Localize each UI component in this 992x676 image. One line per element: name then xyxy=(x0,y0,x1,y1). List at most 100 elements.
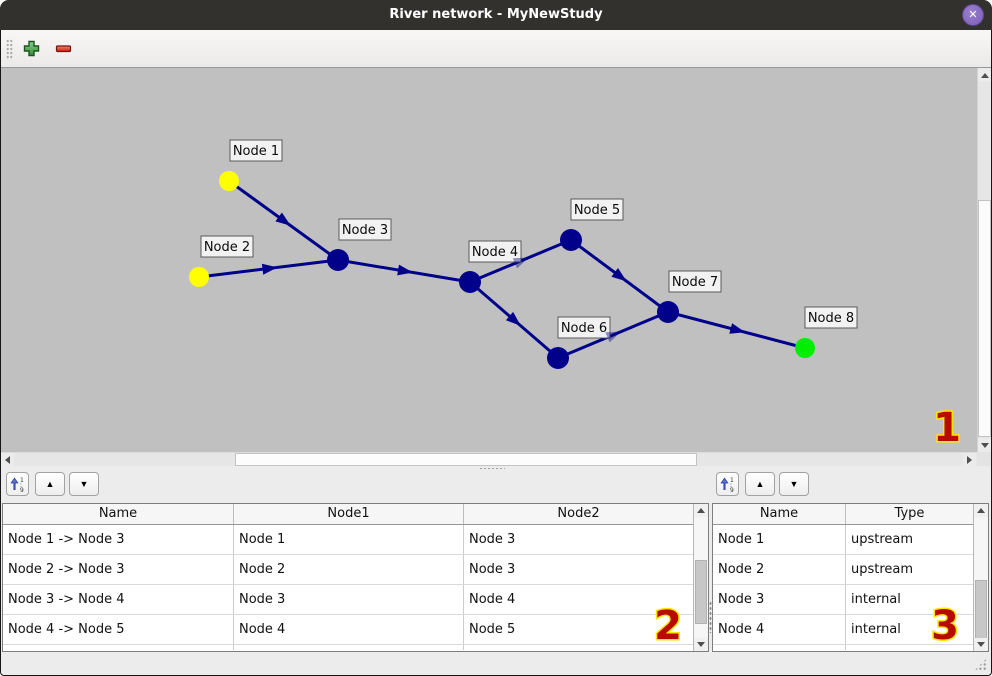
plus-icon xyxy=(23,40,39,56)
svg-text:9: 9 xyxy=(20,487,24,493)
reach-table-header: Name Node1 Node2 xyxy=(3,504,693,525)
table-cell[interactable]: Node 4 xyxy=(469,592,516,607)
network-node[interactable] xyxy=(219,171,239,191)
sort-ascending-icon: 1 9 xyxy=(10,477,24,493)
reach-move-down-button[interactable]: ▼ xyxy=(69,472,99,496)
resize-grip-icon[interactable] xyxy=(974,658,987,671)
scroll-up-button[interactable] xyxy=(974,504,988,517)
canvas-horizontal-scrollbar[interactable] xyxy=(1,452,977,466)
table-row[interactable]: Node 2 upstream xyxy=(713,555,973,585)
node-label: Node 1 xyxy=(229,139,283,162)
network-node[interactable] xyxy=(795,338,815,358)
network-edge[interactable] xyxy=(557,310,669,360)
triangle-up-icon: ▲ xyxy=(755,478,765,489)
network-node[interactable] xyxy=(560,229,582,251)
network-node[interactable] xyxy=(459,271,481,293)
minus-icon xyxy=(55,44,71,52)
panel-splitter[interactable] xyxy=(709,503,712,652)
node-sort-button[interactable]: 1 9 xyxy=(716,472,739,496)
table-cell[interactable]: Node 1 xyxy=(234,525,464,554)
table-row-partial xyxy=(3,645,693,650)
horizontal-splitter-grip[interactable] xyxy=(479,467,505,471)
node-label: Node 7 xyxy=(668,270,722,293)
scrollbar-thumb[interactable] xyxy=(978,200,991,437)
table-cell[interactable]: upstream xyxy=(851,562,914,577)
reach-sort-button[interactable]: 1 9 xyxy=(6,472,29,496)
edge-arrowhead-icon xyxy=(605,331,622,343)
scrollbar-thumb[interactable] xyxy=(975,580,987,642)
table-cell[interactable]: Node 4 xyxy=(234,615,464,644)
network-node[interactable] xyxy=(327,249,349,271)
arrow-up-icon xyxy=(980,72,989,78)
table-cell[interactable]: Node 3 xyxy=(713,585,846,614)
main-toolbar xyxy=(1,30,991,68)
scroll-left-button[interactable] xyxy=(1,453,14,466)
reach-move-up-button[interactable]: ▲ xyxy=(35,472,65,496)
table-cell[interactable]: Node 3 -> Node 4 xyxy=(3,585,234,614)
table-row[interactable]: Node 1 upstream xyxy=(713,525,973,555)
scrollbar-thumb[interactable] xyxy=(695,560,707,624)
triangle-up-icon: ▲ xyxy=(45,478,55,489)
column-header[interactable]: Type xyxy=(894,506,925,521)
node-move-up-button[interactable]: ▲ xyxy=(745,472,775,496)
close-button[interactable]: ✕ xyxy=(962,4,984,26)
canvas-vertical-scrollbar[interactable] xyxy=(977,68,991,452)
table-cell[interactable]: Node 1 xyxy=(713,525,846,554)
arrow-down-icon xyxy=(697,642,705,647)
arrow-up-icon xyxy=(977,508,985,513)
scroll-up-button[interactable] xyxy=(694,504,708,517)
table-row[interactable]: Node 4 internal xyxy=(713,615,973,645)
scroll-down-button[interactable] xyxy=(694,638,708,651)
table-cell[interactable]: Node 3 xyxy=(469,562,516,577)
table-cell[interactable]: internal xyxy=(851,622,901,637)
network-node[interactable] xyxy=(657,301,679,323)
table-cell[interactable]: Node 3 xyxy=(469,532,516,547)
scroll-down-button[interactable] xyxy=(974,638,988,651)
node-label-text: Node 1 xyxy=(233,144,279,159)
add-node-button[interactable] xyxy=(18,35,44,61)
arrow-right-icon xyxy=(967,455,972,464)
scroll-up-button[interactable] xyxy=(978,68,991,82)
table-cell[interactable]: Node 5 xyxy=(469,622,516,637)
table-cell[interactable]: Node 3 xyxy=(234,585,464,614)
scroll-right-button[interactable] xyxy=(963,453,976,466)
scroll-down-button[interactable] xyxy=(978,438,991,452)
node-table-scrollbar[interactable] xyxy=(973,504,988,651)
table-cell[interactable]: internal xyxy=(851,592,901,607)
table-cell[interactable]: Node 1 -> Node 3 xyxy=(3,525,234,554)
table-row[interactable]: Node 3 internal xyxy=(713,585,973,615)
column-header[interactable]: Node1 xyxy=(234,504,464,524)
network-node[interactable] xyxy=(189,267,209,287)
table-cell[interactable]: Node 4 -> Node 5 xyxy=(3,615,234,644)
node-move-down-button[interactable]: ▼ xyxy=(779,472,809,496)
node-label: Node 8 xyxy=(804,306,858,329)
table-cell[interactable]: upstream xyxy=(851,532,914,547)
table-cell[interactable]: Node 2 xyxy=(713,555,846,584)
remove-node-button[interactable] xyxy=(50,35,76,61)
node-label-text: Node 2 xyxy=(204,240,250,255)
column-header[interactable]: Node2 xyxy=(557,506,600,521)
table-cell[interactable]: Node 2 xyxy=(234,555,464,584)
column-header[interactable]: Name xyxy=(713,504,846,524)
scrollbar-thumb[interactable] xyxy=(235,453,697,466)
svg-text:1: 1 xyxy=(730,477,734,484)
edge-arrowhead-icon xyxy=(275,212,291,226)
scrollbar-corner xyxy=(977,452,991,466)
node-label: Node 5 xyxy=(570,198,624,221)
network-node[interactable] xyxy=(547,347,569,369)
table-cell[interactable]: Node 4 xyxy=(713,615,846,644)
toolbar-grip[interactable] xyxy=(6,39,13,60)
table-cell[interactable]: Node 2 -> Node 3 xyxy=(3,555,234,584)
node-table-header: Name Type xyxy=(713,504,973,525)
reach-table-scrollbar[interactable] xyxy=(693,504,708,651)
column-header[interactable]: Name xyxy=(3,504,234,524)
close-icon: ✕ xyxy=(968,8,978,21)
node-label: Node 2 xyxy=(200,235,254,258)
